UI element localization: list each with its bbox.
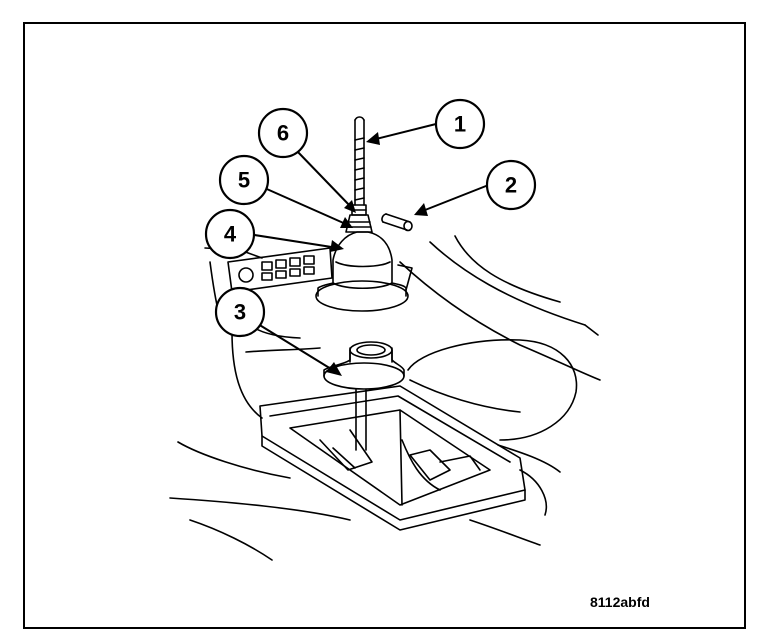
shifter-boot [315, 231, 413, 312]
shift-lever [355, 389, 367, 451]
roll-pin [381, 213, 413, 232]
figure-reference-code: 8112abfd [590, 594, 650, 610]
callout-circle-5 [218, 154, 270, 206]
callout-circle-4 [204, 208, 256, 260]
callout-circle-6 [257, 107, 309, 159]
callout-label-4: 4 [224, 222, 237, 247]
callout-label-1: 1 [454, 112, 466, 137]
leader-lines [247, 123, 487, 373]
dashboard-radio [227, 247, 333, 353]
right-seat-outline [399, 235, 601, 546]
diagram-frame [23, 22, 746, 629]
callout-label-5: 5 [238, 168, 250, 193]
threaded-rod [354, 116, 365, 206]
callout-circle-1 [434, 98, 486, 150]
callout-label-3: 3 [234, 300, 246, 325]
callout-circle-2 [485, 159, 537, 211]
callout-label-2: 2 [505, 173, 517, 198]
center-console [259, 385, 526, 531]
leader-arrowheads [326, 132, 428, 376]
knob-adapter [345, 214, 373, 233]
callout-circles [204, 98, 537, 338]
callout-label-6: 6 [277, 121, 289, 146]
callout-circle-3 [214, 286, 266, 338]
